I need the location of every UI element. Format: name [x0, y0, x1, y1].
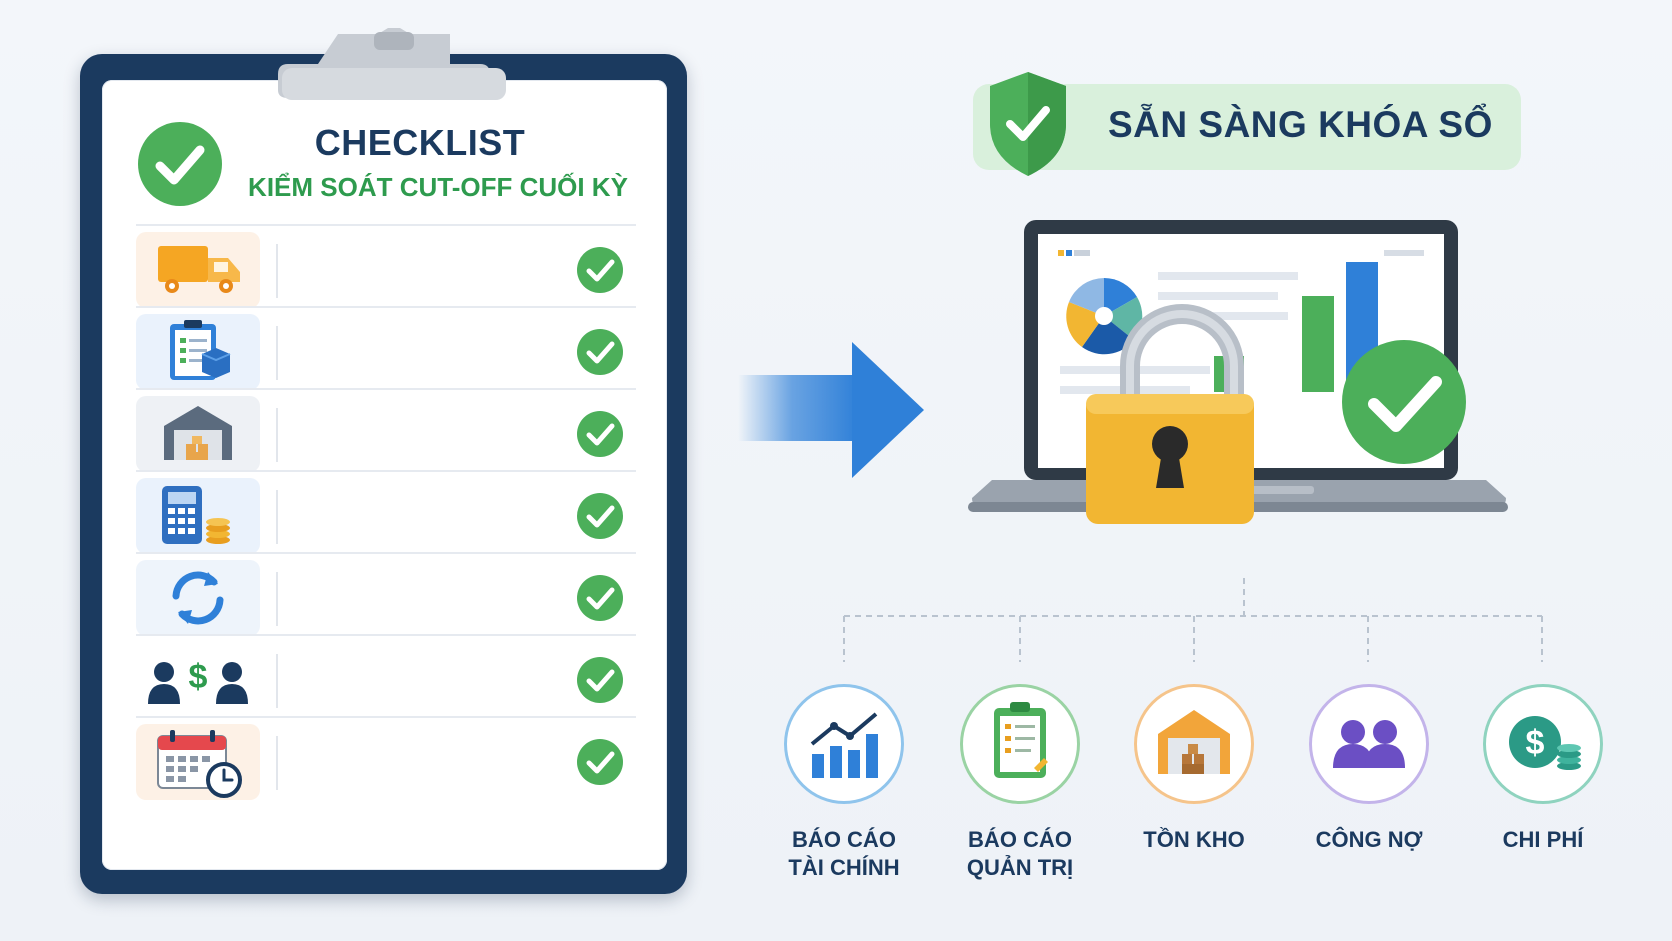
arrow-right-icon [738, 342, 924, 478]
check-icon [577, 493, 623, 539]
clipboard-box-icon [136, 314, 260, 390]
svg-text:$: $ [189, 658, 208, 696]
check-icon [577, 575, 623, 621]
checklist-title: CHECKLIST [314, 122, 526, 163]
locked-laptop-icon [968, 220, 1508, 524]
output-receivables-payables: CÔNG NỢ [1304, 684, 1434, 854]
check-icon [577, 739, 623, 785]
warehouse-icon [1134, 684, 1254, 804]
output-label: CÔNG NỢ [1315, 827, 1423, 852]
connector-lines [843, 578, 1543, 662]
output-label: CHI PHÍ [1502, 827, 1584, 852]
checklist-subtitle: KIỂM SOÁT CUT-OFF CUỐI KỲ [248, 172, 628, 202]
warehouse-icon [136, 396, 260, 472]
ready-status-label: SẴN SÀNG KHÓA SỔ [1108, 104, 1493, 145]
check-icon [577, 247, 623, 293]
sync-icon [136, 560, 260, 636]
checklist-row: $ [136, 634, 636, 718]
delivery-truck-icon [136, 232, 260, 308]
output-expenses: $ CHI PHÍ [1478, 684, 1608, 854]
output-inventory: TỒN KHO [1129, 684, 1259, 854]
checklist-row [136, 552, 636, 636]
shield-check-icon [990, 72, 1066, 176]
growth-chart-icon [784, 684, 904, 804]
check-icon [577, 329, 623, 375]
check-icon [577, 411, 623, 457]
calculator-coins-icon [136, 478, 260, 554]
people-dollar-icon: $ [136, 642, 260, 718]
calendar-clock-icon [136, 724, 260, 800]
header-check-icon [138, 122, 222, 206]
clipboard-clip-icon [278, 28, 506, 100]
dollar-coins-icon: $ [1483, 684, 1603, 804]
checklist-row [136, 716, 636, 804]
check-icon [577, 657, 623, 703]
svg-text:$: $ [1526, 724, 1545, 762]
checklist-row [136, 306, 636, 390]
report-clipboard-icon [960, 684, 1080, 804]
people-icon [1309, 684, 1429, 804]
checklist-row [136, 224, 636, 308]
checklist-row [136, 388, 636, 472]
output-label: TỒN KHO [1143, 827, 1245, 852]
checklist-row [136, 470, 636, 554]
